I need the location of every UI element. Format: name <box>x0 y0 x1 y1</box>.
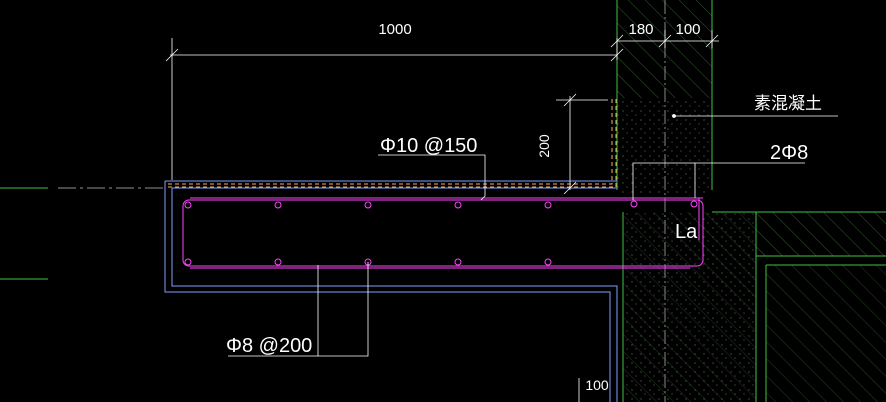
label-top-rebar: Φ10 @150 <box>380 135 477 157</box>
label-bottom-rebar: Φ8 @200 <box>226 335 312 357</box>
rebar-dot <box>274 258 282 266</box>
rebar-dot <box>454 201 462 209</box>
dim-100-bottom: 100 <box>585 377 609 393</box>
rebar-labels: Φ10 @150 Φ8 @200 2Φ8 素混凝土 La <box>226 94 822 357</box>
dimension-lines <box>165 30 719 402</box>
slab-outline <box>164 180 618 402</box>
rebar-cage <box>182 197 704 269</box>
dim-180: 180 <box>628 21 653 38</box>
label-concrete: 素混凝土 <box>754 94 822 113</box>
rebar-dot <box>184 201 192 209</box>
leader-lines <box>228 114 838 357</box>
rebar-dot <box>630 200 638 208</box>
waterproof-dashed-line <box>168 98 617 188</box>
centerline <box>0 187 165 280</box>
dim-200: 200 <box>536 134 552 158</box>
rebar-dot <box>274 201 282 209</box>
rebar-dot <box>544 201 552 209</box>
rebar-dot <box>544 258 552 266</box>
dim-1000: 1000 <box>378 21 411 38</box>
rebar-dot <box>454 258 462 266</box>
label-corner-bars: 2Φ8 <box>770 142 808 164</box>
dimension-texts: 1000 180 100 200 100 <box>378 21 700 393</box>
label-anchorage: La <box>675 221 698 243</box>
rebar-dot <box>184 258 192 266</box>
dim-100-top: 100 <box>675 21 700 38</box>
rebar-dot <box>690 200 698 208</box>
wall-section <box>616 0 886 402</box>
rebar-dots <box>184 200 698 266</box>
rebar-dot <box>364 201 372 209</box>
